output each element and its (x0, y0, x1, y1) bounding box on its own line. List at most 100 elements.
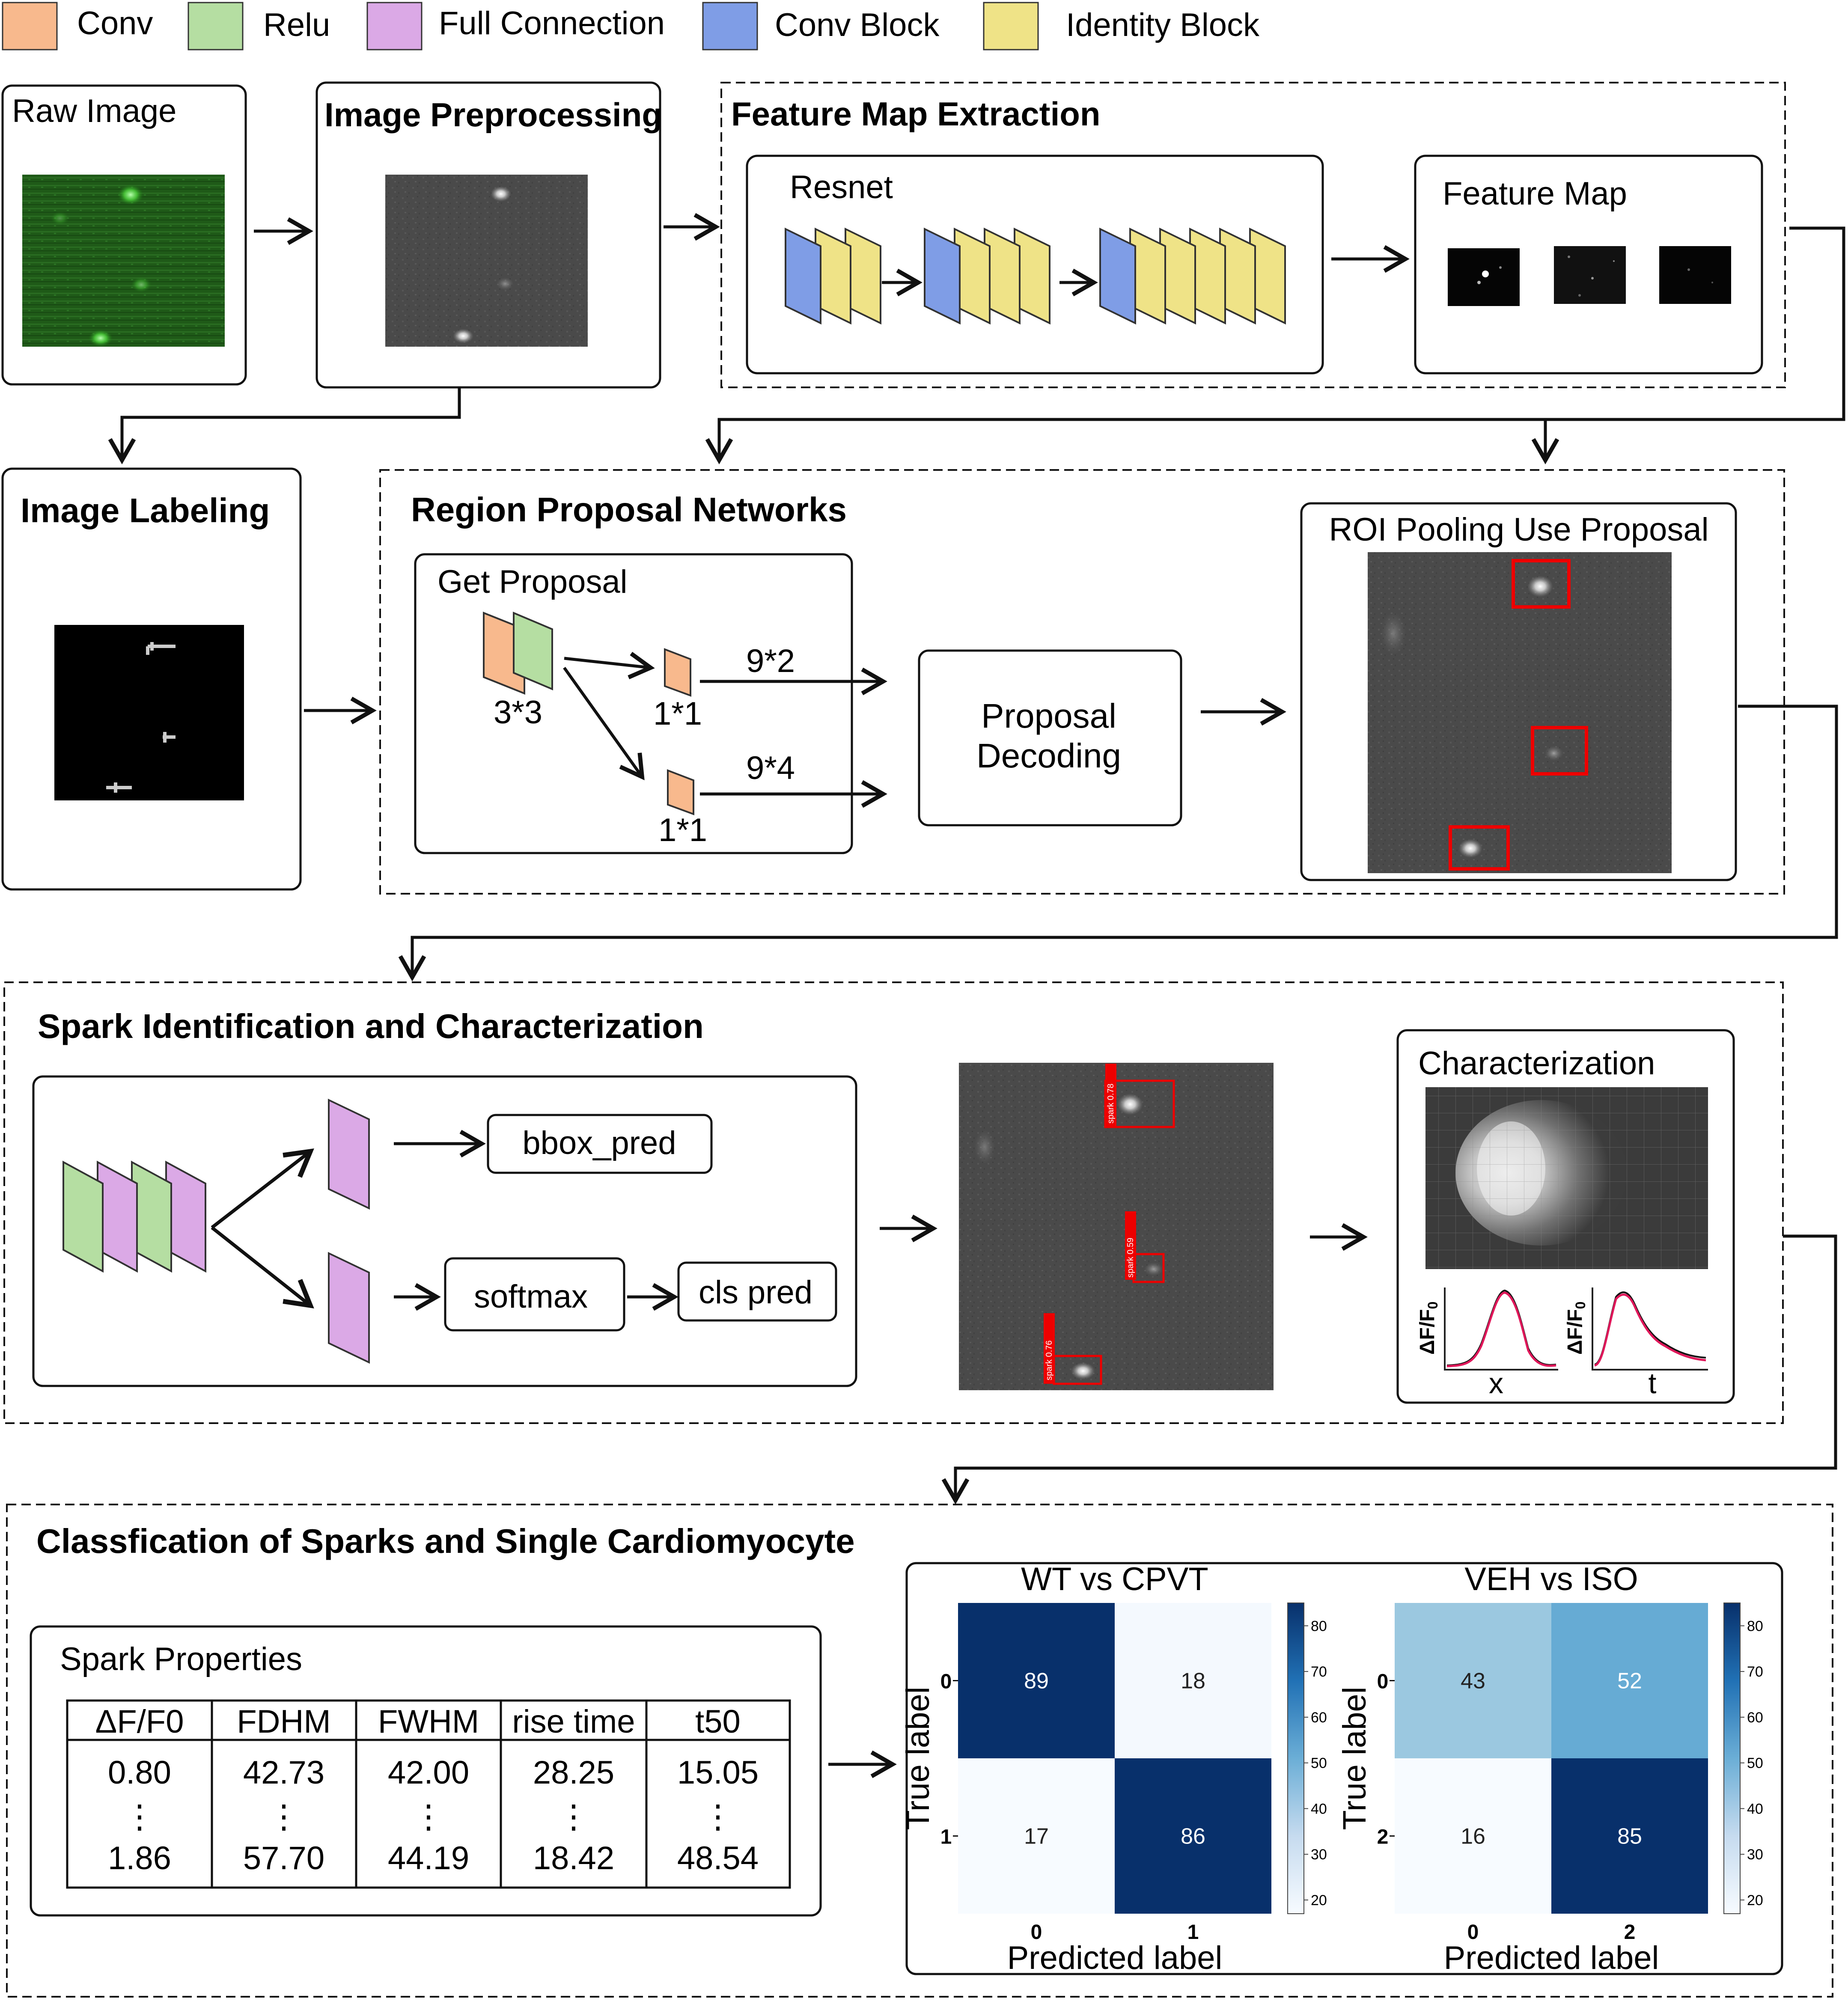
legend-label-conv: Conv (77, 5, 153, 42)
arrow-to-1x1-bottom (563, 666, 645, 781)
profile-x-raw (1446, 1289, 1556, 1366)
cls-fc-layer (328, 1252, 370, 1364)
table-cell: 44.19 (388, 1840, 469, 1876)
matrix-row-tick: 1 (940, 1826, 952, 1849)
raw-image-title: Raw Image (12, 93, 176, 129)
legend-item-relu: Relu (187, 2, 330, 51)
matrix-cell (958, 1603, 1115, 1758)
matrix-2-colorbar (1723, 1603, 1741, 1914)
cls-pred-box (677, 1261, 837, 1322)
profile-t-ylabel: ΔF/F0 (1564, 1302, 1588, 1355)
conv-1x1-top (664, 648, 691, 697)
matrix-cell-value: 86 (1181, 1824, 1205, 1849)
legend-swatch-conv-block (702, 2, 758, 51)
colorbar-tick: 60 (1311, 1710, 1327, 1726)
labeling-title: Image Labeling (21, 491, 270, 529)
legend-swatch-full-connection (366, 2, 423, 51)
matrix-1-xlabel: Predicted label (1007, 1940, 1223, 1976)
proposal-decoding-box (918, 649, 1182, 827)
roi-box-1 (1512, 559, 1571, 609)
detection-image: spark 0.78 spark 0.59 spark 0.76 (959, 1063, 1274, 1390)
softmax-box (444, 1257, 625, 1332)
kernel-1x1-top-label: 1*1 (653, 696, 702, 732)
legend-swatch-relu (187, 2, 244, 51)
legend-item-identity-block: Identity Block (983, 2, 1260, 51)
matrix-cell-value: 17 (1024, 1824, 1049, 1849)
matrix-cell (1551, 1758, 1708, 1914)
legend-label-conv-block: Conv Block (775, 7, 940, 43)
matrix-cell-value: 16 (1461, 1824, 1485, 1849)
classification-panel: Classfication of Sparks and Single Cardi… (6, 1504, 1833, 1998)
detection-label-2: spark 0.59 (1126, 1238, 1135, 1278)
matrix-cell (1115, 1603, 1271, 1758)
table-cell: 28.25 (533, 1754, 614, 1791)
labeled-mask-image (54, 625, 244, 800)
matrix-col-tick: 0 (1031, 1921, 1042, 1944)
table-header-cell: t50 (695, 1704, 741, 1740)
legend-item-full-connection: Full Connection (366, 2, 665, 51)
arrow-to-cls-branch (211, 1226, 314, 1309)
feature-map-label: Feature Map (1443, 175, 1627, 212)
profile-plot-t: ΔF/F0 t (1564, 1287, 1708, 1400)
bbox-fc-layer (328, 1098, 370, 1210)
profile-x-xlabel: x (1489, 1367, 1503, 1400)
resnet-stage3-conv-block (1099, 227, 1136, 325)
colorbar-tick: 20 (1747, 1892, 1763, 1909)
profile-x-ylabel: ΔF/F0 (1416, 1302, 1440, 1355)
colorbar-tick: 20 (1311, 1892, 1327, 1909)
output-9x2-label: 9*2 (746, 643, 795, 679)
table-cell: 0.80 (108, 1754, 171, 1791)
rpn-relu-layer (513, 611, 553, 691)
roi-box-2 (1531, 726, 1588, 776)
matrix-col-tick: 1 (1187, 1921, 1199, 1944)
arrow-to-bbox-branch (211, 1148, 314, 1229)
table-ellipsis: ⋮ (123, 1799, 156, 1835)
bbox-pred-box (487, 1114, 713, 1174)
labeling-panel: Image Labeling (1, 467, 302, 891)
roi-pooling-label: ROI Pooling Use Proposal (1329, 511, 1708, 548)
raw-image-panel: Raw Image (1, 84, 247, 386)
colorbar-tick: 50 (1747, 1755, 1763, 1772)
output-9x4-label: 9*4 (746, 750, 795, 786)
matrix-cell-value: 89 (1024, 1669, 1049, 1694)
kernel-1x1-bottom-label: 1*1 (658, 812, 707, 848)
spark-properties-label: Spark Properties (60, 1641, 302, 1677)
preprocessing-panel: Image Preprocessing (315, 81, 662, 389)
table-ellipsis: ⋮ (557, 1799, 590, 1835)
fc-stack-layer-1 (62, 1160, 104, 1273)
matrix-cell (1395, 1603, 1551, 1758)
colorbar-tick: 40 (1311, 1801, 1327, 1817)
classification-title: Classfication of Sparks and Single Cardi… (36, 1522, 855, 1560)
spark-id-title: Spark Identification and Characterizatio… (38, 1007, 704, 1045)
matrix-cell (958, 1758, 1115, 1914)
confusion-matrices-box (905, 1562, 1783, 1975)
feature-map-box (1414, 155, 1763, 375)
feature-extraction-title: Feature Map Extraction (731, 95, 1101, 133)
matrix-1-colorbar (1287, 1603, 1304, 1914)
arrow-to-1x1-top (564, 651, 655, 680)
matrix-2-ylabel: True label (1336, 1686, 1373, 1830)
characterization-box (1396, 1029, 1735, 1404)
roi-pooling-box (1300, 502, 1737, 881)
matrix-cell (1115, 1758, 1271, 1914)
connector-preprocessing-to-labeling (108, 387, 461, 464)
colorbar-tick: 70 (1747, 1664, 1763, 1680)
matrix-col-tick: 0 (1467, 1921, 1479, 1944)
table-header-cell: FWHM (378, 1704, 479, 1740)
colorbar-tick: 30 (1747, 1846, 1763, 1863)
legend-swatch-identity-block (983, 2, 1039, 51)
get-proposal-label: Get Proposal (437, 564, 628, 600)
matrix-1-ylabel: True label (900, 1686, 936, 1830)
colorbar-tick: 70 (1311, 1664, 1327, 1680)
raw-image-picture (22, 175, 225, 347)
connector-roi-to-spark-id (398, 705, 1838, 981)
connector-feature-map-to-rpn (705, 226, 1845, 464)
legend: Conv Relu Full Connection Conv Block Ide… (2, 2, 1260, 51)
profile-x-axes (1444, 1287, 1558, 1371)
matrix-cell-value: 18 (1181, 1669, 1205, 1694)
rpn-panel: Region Proposal Networks Get Proposal 3*… (379, 469, 1785, 895)
characterization-image (1425, 1087, 1708, 1269)
table-header-cell: rise time (512, 1704, 635, 1740)
softmax-label: softmax (474, 1278, 588, 1315)
